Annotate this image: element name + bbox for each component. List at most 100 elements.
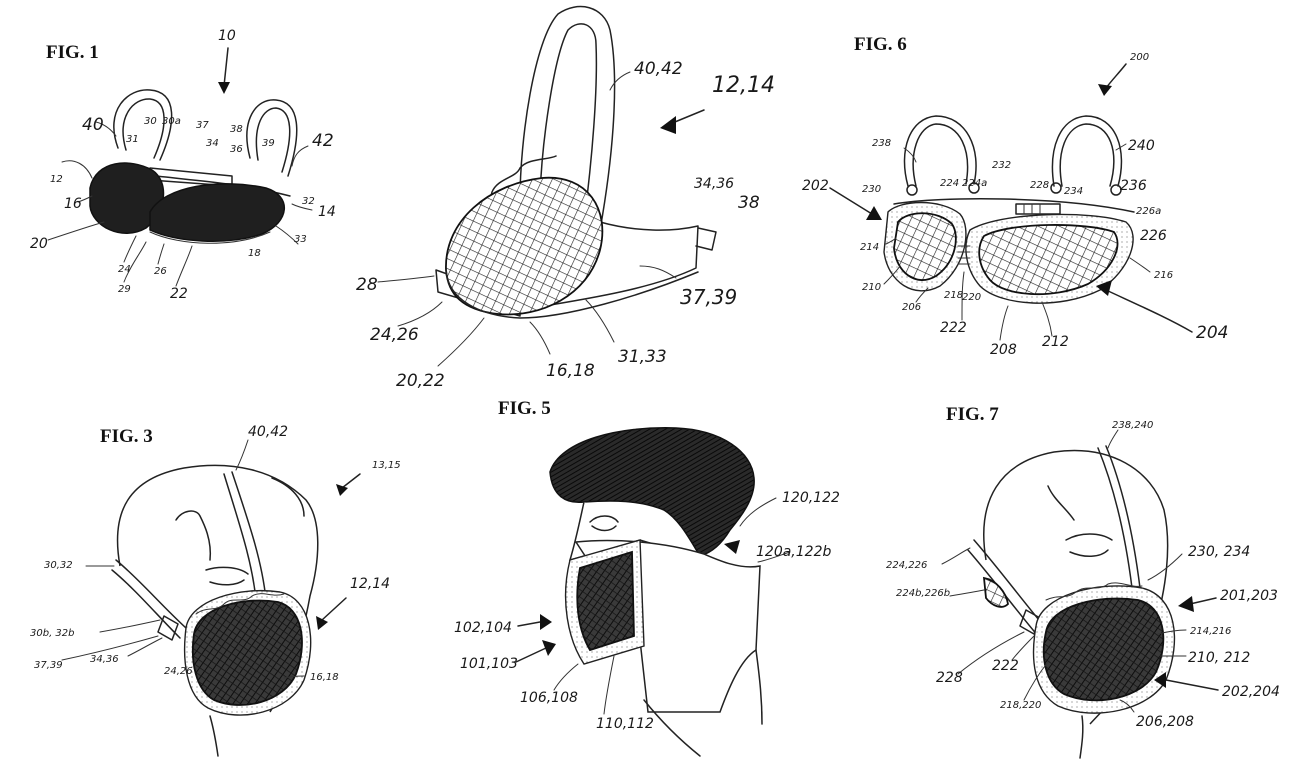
fig6-ref-214: 214 [860, 242, 879, 253]
fig2-ref-24-26: 24,26 [370, 325, 419, 345]
fig7-leader-206-208 [1119, 699, 1135, 713]
fig6-right-cup-mesh [978, 224, 1119, 296]
fig7-leader-228 [957, 631, 1025, 675]
fig6-ref-212: 212 [1042, 334, 1069, 350]
fig3-ref-34-36: 34,36 [90, 654, 119, 665]
fig7-leader-238-240 [1107, 429, 1119, 449]
fig6-ref-230: 230 [862, 184, 881, 195]
fig3-strap-top [231, 471, 267, 601]
fig1-left-strap [113, 89, 173, 161]
fig7-leader-230-234 [1147, 553, 1183, 581]
fig6-ref-234: 234 [1064, 186, 1083, 197]
fig2-hook-end [695, 227, 717, 251]
fig5-eyebrow [589, 515, 619, 523]
fig5-arrowhead-120 [724, 540, 740, 554]
fig6-leader-222 [961, 271, 965, 321]
figure-1: FIG. 1 10 40 12 16 20 24 29 [30, 28, 336, 302]
fig3-strap-side-2 [111, 569, 181, 639]
fig1-ref-37: 37 [196, 120, 209, 131]
fig5-ref-101-103: 101,103 [460, 656, 518, 672]
figure-5: FIG. 5 120,122 120a,122b 102,104 101,103… [454, 398, 840, 757]
fig6-ref-222: 222 [940, 320, 967, 336]
fig7-eye-top [1065, 533, 1113, 541]
fig7-leader-224-226 [941, 547, 971, 565]
fig3-arrowhead-13-15 [336, 484, 348, 496]
fig5-ref-106-108: 106,108 [520, 690, 578, 706]
fig3-title: FIG. 3 [100, 426, 153, 447]
fig1-arrowhead-10 [218, 82, 230, 94]
fig2-ref-20-22: 20,22 [396, 371, 445, 391]
fig6-band-top [893, 198, 1135, 213]
fig3-leader-40-42 [235, 439, 249, 471]
fig1-ref-31: 31 [126, 134, 139, 145]
fig7-sideburn [1047, 485, 1075, 521]
fig7-arrowhead-202-204 [1154, 672, 1166, 688]
fig6-ring-236 [1110, 184, 1122, 196]
fig1-ref-33: 33 [294, 234, 307, 245]
fig1-ref-42: 42 [312, 131, 334, 151]
fig6-ref-238: 238 [872, 138, 891, 149]
fig6-leader-212 [1041, 301, 1053, 337]
fig6-right-strap-outer [1051, 115, 1123, 187]
fig6-ref-226a: 226a [1136, 206, 1161, 217]
fig3-arrow-13-15 [341, 473, 361, 489]
fig3-strap-top-2 [223, 473, 257, 601]
fig7-ref-214-216: 214,216 [1190, 626, 1231, 637]
fig7-arrowhead-201-203 [1178, 596, 1194, 612]
fig1-leader-22 [175, 245, 193, 287]
fig7-strap-side [973, 539, 1045, 627]
figure-2: 40,42 12,14 34,36 38 28 37,39 24,26 20,2… [356, 5, 775, 391]
fig7-title: FIG. 7 [946, 404, 999, 425]
fig6-leader-238 [903, 147, 917, 163]
fig2-ref-37-39: 37,39 [680, 285, 737, 309]
fig7-scallop-trim [1045, 582, 1143, 601]
fig5-hair [549, 427, 755, 557]
fig2-ref-31-33: 31,33 [618, 347, 667, 367]
fig7-leader-224b [949, 589, 985, 597]
fig1-ref-38: 38 [230, 124, 243, 135]
fig2-ref-28: 28 [356, 275, 378, 295]
figure-6: FIG. 6 [802, 34, 1228, 358]
fig5-arrow-102-104 [517, 621, 541, 627]
fig1-ref-20: 20 [30, 236, 48, 252]
fig6-leader-214 [885, 237, 897, 245]
fig7-mask-filter [1042, 597, 1165, 702]
fig1-leader-20 [47, 221, 105, 241]
fig6-arrowhead-202 [866, 206, 882, 220]
fig3-ref-12-14: 12,14 [350, 576, 390, 592]
fig3-ref-30b: 30b, 32b [30, 628, 75, 639]
fig1-leader-16 [77, 195, 93, 203]
fig5-ref-110-112: 110,112 [596, 716, 654, 732]
fig7-chin [1079, 715, 1084, 759]
fig5-ref-120-122: 120,122 [782, 490, 840, 506]
fig1-title: FIG. 1 [46, 42, 99, 63]
fig3-ref-13-15: 13,15 [372, 460, 401, 471]
fig5-arrowhead-101-103 [542, 640, 556, 656]
fig3-ref-40-42: 40,42 [248, 424, 288, 440]
fig3-eye-bottom [209, 579, 245, 586]
fig6-left-strap-outer [903, 115, 977, 187]
fig1-ref-12: 12 [50, 174, 63, 185]
fig1-ref-22: 22 [170, 286, 188, 302]
fig1-right-strap [246, 99, 298, 177]
fig6-arrowhead-200 [1098, 84, 1112, 96]
fig5-leader-120-122 [739, 497, 777, 527]
fig3-ref-16-18: 16,18 [310, 672, 339, 683]
fig7-ref-238-240: 238,240 [1112, 420, 1153, 431]
fig1-ref-10: 10 [218, 28, 236, 44]
fig2-leader-20-22 [437, 317, 485, 367]
fig3-eye-top [205, 566, 249, 575]
fig6-leader-208 [999, 305, 1009, 341]
fig6-ref-224a: 224a [962, 178, 987, 189]
fig1-ref-14: 14 [318, 204, 336, 220]
fig1-right-strap-inner [255, 107, 291, 173]
fig7-leader-218-220 [1023, 661, 1049, 701]
fig7-leader-222 [1011, 635, 1035, 661]
fig2-strap-outer [519, 5, 616, 231]
fig6-left-strap-inner [912, 123, 969, 187]
fig1-ref-30: 30 [144, 116, 157, 127]
fig2-leader-24-26 [397, 301, 443, 327]
fig5-ref-102-104: 102,104 [454, 620, 512, 636]
fig6-ref-240: 240 [1128, 138, 1155, 154]
